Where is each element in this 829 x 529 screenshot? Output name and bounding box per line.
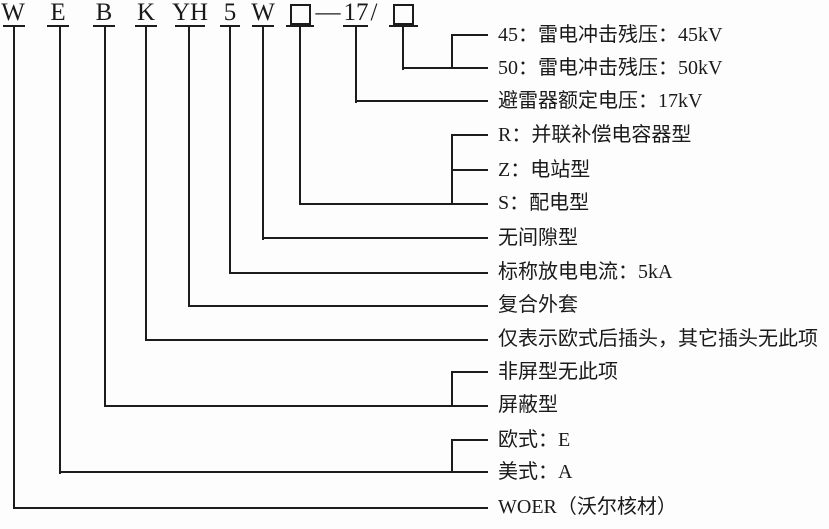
leader-non-shield bbox=[451, 371, 488, 373]
code-segment-17: 17 bbox=[343, 0, 369, 26]
underline-yh bbox=[175, 25, 205, 27]
code-segment-w2: W bbox=[251, 0, 275, 26]
leader-composite bbox=[188, 305, 488, 307]
underline-b bbox=[93, 25, 115, 27]
leader-50kv bbox=[402, 67, 488, 69]
leader-euro-e bbox=[451, 439, 488, 441]
connector-vertical-w2 bbox=[262, 27, 264, 240]
code-segment-k: K bbox=[136, 0, 156, 26]
leader-type-s bbox=[299, 203, 488, 205]
label-euro-plug-note: 仅表示欧式后插头，其它插头无此项 bbox=[498, 328, 818, 350]
connector-vertical-17 bbox=[355, 27, 357, 103]
branch-vertical-euro-usa bbox=[451, 439, 453, 473]
placeholder-box-1 bbox=[290, 4, 311, 25]
leader-usa-a bbox=[59, 471, 488, 473]
underline-k bbox=[135, 25, 157, 27]
code-segment-dash: — bbox=[315, 0, 341, 26]
label-type-r: R：并联补偿电容器型 bbox=[498, 124, 692, 146]
underline-w1 bbox=[3, 25, 25, 27]
label-type-z: Z：电站型 bbox=[498, 159, 591, 181]
underline-w2 bbox=[252, 25, 274, 27]
label-composite-housing: 复合外套 bbox=[498, 294, 578, 316]
label-rated-voltage: 避雷器额定电压：17kV bbox=[498, 90, 703, 112]
connector-vertical-b bbox=[104, 27, 106, 407]
label-type-s: S：配电型 bbox=[498, 192, 590, 214]
code-segment-5: 5 bbox=[223, 0, 237, 26]
leader-rated-voltage bbox=[355, 100, 488, 102]
underline-17 bbox=[343, 25, 368, 27]
label-euro-e: 欧式：E bbox=[498, 429, 571, 451]
placeholder-box-2 bbox=[393, 4, 414, 25]
leader-gapless bbox=[262, 237, 488, 239]
leader-type-r bbox=[451, 134, 488, 136]
underline-5 bbox=[220, 25, 240, 27]
connector-vertical-box2 bbox=[402, 26, 404, 70]
connector-vertical-k bbox=[145, 27, 147, 341]
label-residual-50kv: 50：雷电冲击残压：50kV bbox=[498, 57, 723, 79]
branch-vertical-45-50 bbox=[451, 34, 453, 69]
connector-vertical-yh bbox=[188, 27, 190, 307]
connector-vertical-e bbox=[59, 27, 61, 474]
connector-vertical-box1 bbox=[299, 26, 301, 205]
leader-woer bbox=[13, 507, 488, 509]
code-segment-w1: W bbox=[1, 0, 25, 26]
leader-45kv bbox=[451, 34, 488, 36]
code-segment-e: E bbox=[50, 0, 66, 26]
label-woer-brand: WOER（沃尔核材） bbox=[498, 496, 677, 518]
code-segment-b: B bbox=[95, 0, 113, 26]
leader-shielded bbox=[104, 405, 488, 407]
label-gapless: 无间隙型 bbox=[498, 227, 578, 249]
leader-euro-plug-note bbox=[145, 339, 488, 341]
code-segment-yh: YH bbox=[171, 0, 209, 26]
label-residual-45kv: 45：雷电冲击残压：45kV bbox=[498, 24, 723, 46]
underline-e bbox=[47, 25, 69, 27]
leader-type-z bbox=[451, 169, 488, 171]
label-usa-a: 美式：A bbox=[498, 461, 573, 483]
label-nominal-current: 标称放电电流：5kA bbox=[498, 261, 673, 283]
connector-vertical-5 bbox=[229, 27, 231, 274]
code-segment-slash: / bbox=[370, 0, 378, 26]
label-non-shield-note: 非屏型无此项 bbox=[498, 361, 618, 383]
connector-vertical-w1 bbox=[13, 27, 15, 509]
leader-nominal-current bbox=[229, 272, 488, 274]
label-shielded: 屏蔽型 bbox=[498, 394, 558, 416]
branch-vertical-shield bbox=[451, 371, 453, 406]
